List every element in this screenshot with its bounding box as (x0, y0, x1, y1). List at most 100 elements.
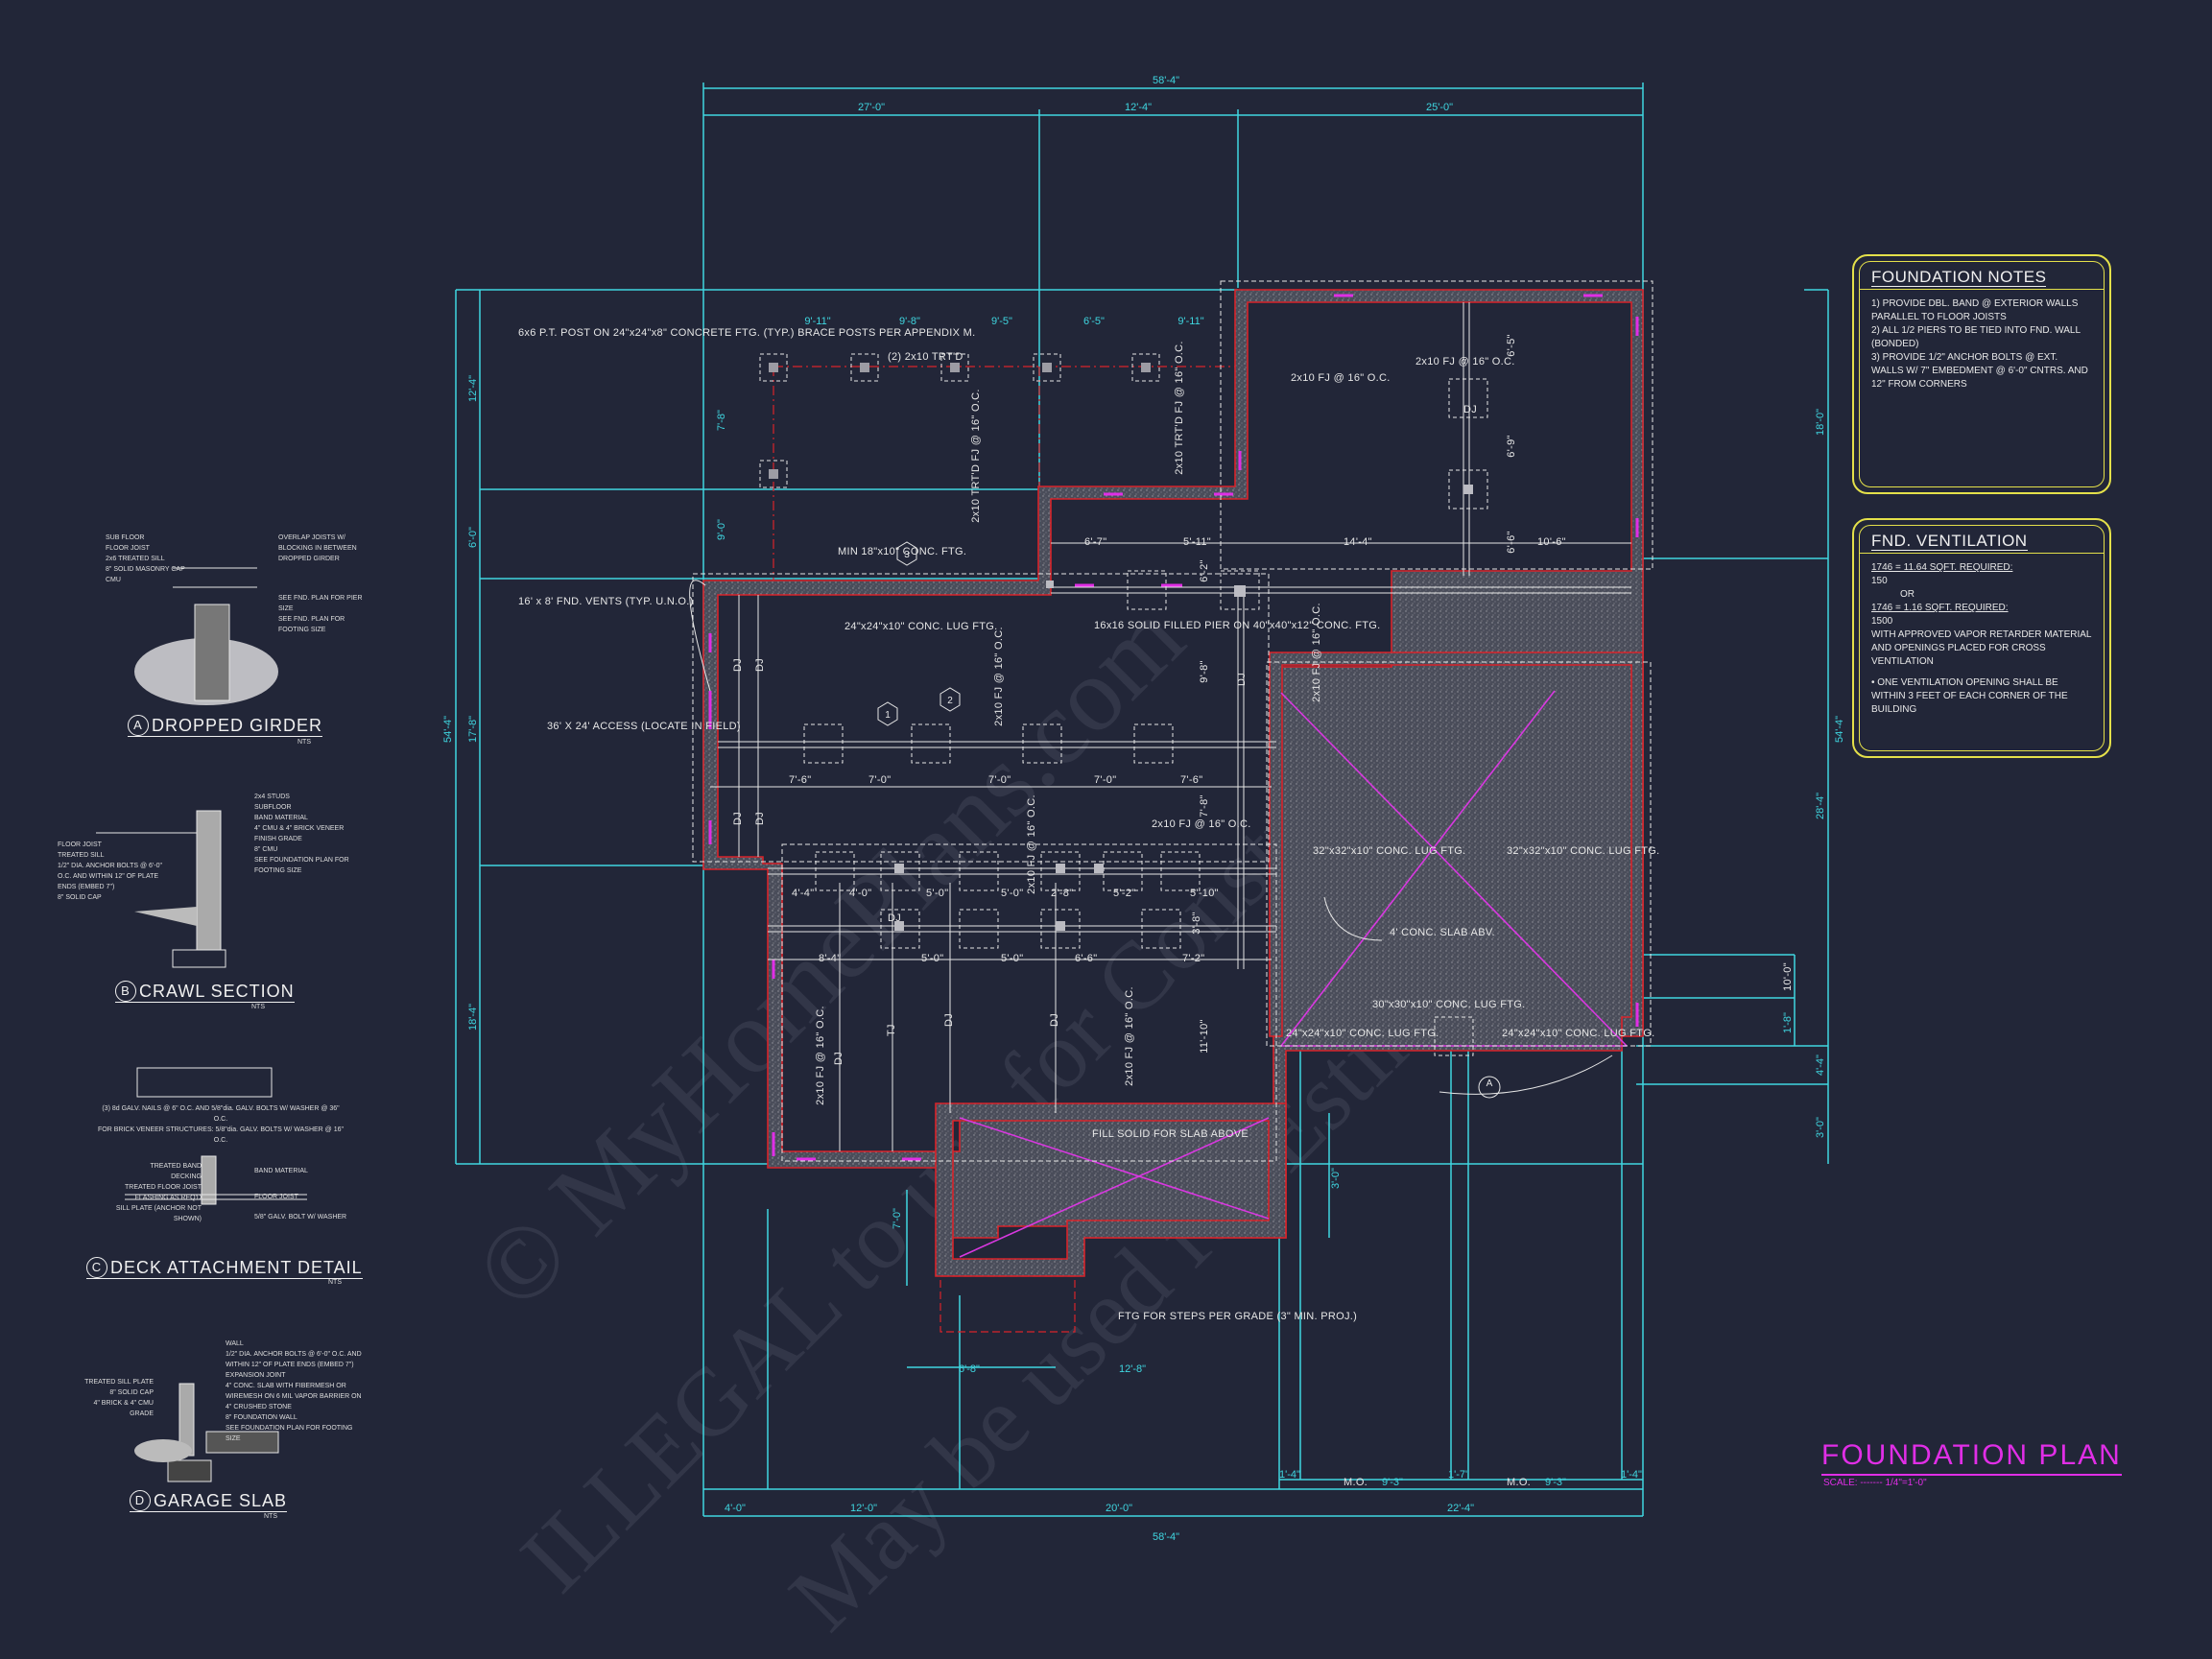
svg-text:32"x32"x10" CONC. LUG FTG.: 32"x32"x10" CONC. LUG FTG. (1313, 845, 1466, 857)
svg-text:2x10 FJ @ 16" O.C.: 2x10 FJ @ 16" O.C. (815, 1006, 826, 1105)
svg-text:24"x24"x10" CONC. LUG FTG.: 24"x24"x10" CONC. LUG FTG. (1502, 1028, 1655, 1039)
svg-text:5'-10": 5'-10" (1190, 888, 1219, 899)
svg-text:DJ: DJ (1463, 404, 1477, 415)
dim-bottom-3: 20'-0" (1106, 1503, 1132, 1514)
svg-text:9'-8": 9'-8" (1199, 660, 1210, 682)
svg-text:24"x24"x10" CONC. LUG FTG.: 24"x24"x10" CONC. LUG FTG. (844, 621, 998, 632)
svg-text:2x10 FJ @ 16" O.C.: 2x10 FJ @ 16" O.C. (1291, 372, 1391, 384)
svg-text:4'-0": 4'-0" (849, 888, 871, 899)
svg-text:10'-6": 10'-6" (1537, 536, 1566, 548)
porch-post-footings (759, 353, 1160, 488)
svg-text:30"x30"x10" CONC. LUG FTG.: 30"x30"x10" CONC. LUG FTG. (1372, 999, 1526, 1010)
svg-text:DJ: DJ (1236, 673, 1248, 686)
svg-text:9'-3": 9'-3" (1545, 1477, 1566, 1488)
dim-top-2: 12'-4" (1125, 102, 1152, 113)
svg-text:10'-0": 10'-0" (1782, 962, 1794, 991)
svg-text:M.O.: M.O. (1507, 1477, 1531, 1488)
svg-text:1: 1 (885, 710, 891, 721)
svg-text:6'-6": 6'-6" (1075, 953, 1097, 964)
svg-text:6'-8": 6'-8" (959, 1363, 980, 1375)
svg-text:5'-0": 5'-0" (926, 888, 948, 899)
svg-text:6'-5": 6'-5" (1506, 334, 1517, 356)
svg-text:5'-0": 5'-0" (1001, 888, 1023, 899)
svg-text:1'-4": 1'-4" (1279, 1469, 1300, 1481)
svg-text:12'-4": 12'-4" (467, 375, 479, 402)
svg-text:14'-4": 14'-4" (1344, 536, 1372, 548)
svg-text:2: 2 (947, 696, 953, 706)
pier-footings (803, 378, 1488, 1056)
callout-tags (689, 541, 1613, 1099)
svg-text:6'-7": 6'-7" (1084, 536, 1106, 548)
svg-text:16x16 SOLID FILLED PIER ON 40": 16x16 SOLID FILLED PIER ON 40"x40"x12" C… (1094, 620, 1380, 631)
svg-text:A: A (1487, 1078, 1493, 1089)
svg-text:4'-4": 4'-4" (1815, 1055, 1826, 1076)
ventilation-panel: FND. VENTILATION 1746 = 11.64 SQFT. REQU… (1852, 518, 2111, 758)
svg-text:MIN 18"x10" CONC. FTG.: MIN 18"x10" CONC. FTG. (838, 546, 966, 557)
svg-text:DJ: DJ (833, 1052, 844, 1065)
svg-text:28'-4": 28'-4" (1815, 793, 1826, 819)
detail-d-tag: D (130, 1490, 151, 1511)
detail-a-tag: A (128, 715, 149, 736)
svg-text:(2) 2x10 TRT'D: (2) 2x10 TRT'D (888, 351, 963, 363)
foundation-note-2: 2) ALL 1/2 PIERS TO BE TIED INTO FND. WA… (1871, 325, 2081, 349)
vent-calc-1-value: 150 (1871, 576, 1888, 586)
svg-text:TJ: TJ (886, 1024, 897, 1036)
svg-text:11'-10": 11'-10" (1199, 1019, 1210, 1053)
vent-calc-2: 1746 = 1.16 SQFT. REQUIRED: (1871, 603, 2009, 613)
svg-text:FILL SOLID FOR SLAB ABOVE: FILL SOLID FOR SLAB ABOVE (1092, 1128, 1249, 1140)
svg-text:2x10 FJ @ 16" O.C.: 2x10 FJ @ 16" O.C. (993, 627, 1005, 726)
dim-bottom-overall: 58'-4" (1153, 1531, 1179, 1543)
svg-text:5'-2": 5'-2" (1113, 888, 1135, 899)
svg-text:DJ: DJ (943, 1013, 955, 1027)
svg-text:7'-0": 7'-0" (892, 1208, 903, 1229)
ventilation-title: FND. VENTILATION (1871, 532, 2028, 551)
dim-left-overall: 54'-4" (442, 716, 454, 743)
svg-text:9'-11": 9'-11" (804, 316, 830, 327)
svg-text:7'-0": 7'-0" (1094, 774, 1116, 786)
svg-text:4' CONC. SLAB ABV.: 4' CONC. SLAB ABV. (1390, 927, 1495, 938)
svg-text:3'-8": 3'-8" (1191, 912, 1202, 934)
callouts: 6x6 P.T. POST ON 24"x24"x8" CONCRETE FTG… (518, 327, 1660, 1322)
plan-scale: SCALE: ------- 1/4"=1'-0" (1823, 1478, 1927, 1488)
svg-text:9'-5": 9'-5" (991, 316, 1012, 327)
svg-text:DJ: DJ (1049, 1013, 1060, 1027)
dim-top-1: 27'-0" (858, 102, 885, 113)
svg-text:2x10 FJ @ 16" O.C.: 2x10 FJ @ 16" O.C. (1124, 986, 1135, 1086)
foundation-notes-panel: FOUNDATION NOTES 1) PROVIDE DBL. BAND @ … (1852, 254, 2111, 494)
vent-bullet: • ONE VENTILATION OPENING SHALL BE WITHI… (1871, 677, 2068, 715)
dim-top-3: 25'-0" (1426, 102, 1453, 113)
foundation-walls (702, 289, 1644, 1277)
svg-text:32"x32"x10" CONC. LUG FTG.: 32"x32"x10" CONC. LUG FTG. (1507, 845, 1660, 857)
detail-c-nts: NTS (328, 1279, 342, 1286)
dim-bottom-4: 22'-4" (1447, 1503, 1474, 1514)
girder-lines (710, 302, 1631, 1151)
detail-c-labels: (3) 8d GALV. NAILS @ 6" O.C. AND 5/8"dia… (98, 1105, 347, 1222)
svg-text:1'-8": 1'-8" (1782, 1012, 1794, 1033)
svg-text:7'-0": 7'-0" (868, 774, 891, 786)
svg-text:3: 3 (904, 550, 910, 560)
svg-text:FTG FOR STEPS PER GRADE (3" MI: FTG FOR STEPS PER GRADE (3" MIN. PROJ.) (1118, 1311, 1357, 1322)
svg-text:1'-4": 1'-4" (1621, 1469, 1642, 1481)
interior-dimensions: 7'-6" 7'-0" 7'-0" 7'-0" 7'-6" 4'-4" 4'-0… (789, 334, 1566, 1053)
detail-a-nts: NTS (297, 739, 311, 746)
svg-text:24"x24"x10" CONC. LUG FTG.: 24"x24"x10" CONC. LUG FTG. (1286, 1028, 1439, 1039)
svg-text:9'-11": 9'-11" (1177, 316, 1203, 327)
svg-text:M.O.: M.O. (1344, 1477, 1368, 1488)
svg-text:6'-9": 6'-9" (1506, 435, 1517, 457)
svg-text:9'-3": 9'-3" (1382, 1477, 1403, 1488)
foundation-note-1: 1) PROVIDE DBL. BAND @ EXTERIOR WALLS PA… (1871, 298, 2079, 322)
vent-or: OR (1900, 589, 1915, 600)
svg-text:4'-4": 4'-4" (792, 888, 814, 899)
dim-right-overall: 54'-4" (1834, 716, 1845, 743)
dim-top-overall: 58'-4" (1153, 75, 1179, 86)
svg-text:7'-2": 7'-2" (1182, 953, 1204, 964)
svg-text:7'-6": 7'-6" (1180, 774, 1202, 786)
svg-text:5'-0": 5'-0" (1001, 953, 1023, 964)
svg-text:6'-0": 6'-0" (467, 527, 479, 548)
detail-b-nts: NTS (251, 1004, 265, 1010)
